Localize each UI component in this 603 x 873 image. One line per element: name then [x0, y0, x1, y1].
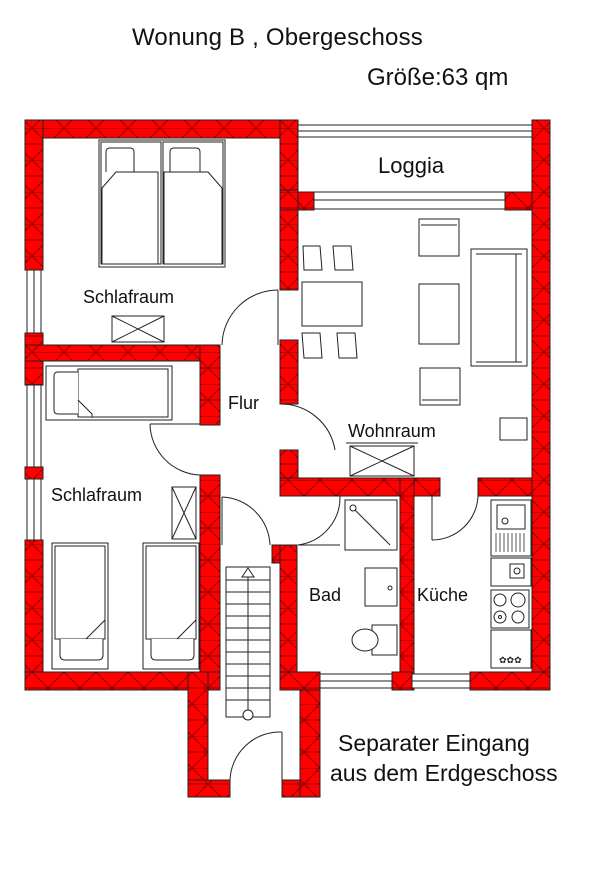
staircase: [225, 566, 271, 721]
entrance-note-line1: Separater Eingang: [338, 730, 530, 756]
label-bedroom-top: Schlafraum: [83, 287, 174, 307]
label-hallway: Flur: [228, 393, 259, 413]
label-bedroom-bottom: Schlafraum: [51, 485, 142, 505]
label-loggia: Loggia: [378, 153, 445, 178]
dining-set: [301, 245, 363, 359]
wardrobe-1: [111, 315, 165, 343]
doors: [149, 289, 479, 781]
bathtub-bed: [45, 365, 173, 421]
double-bed: [98, 139, 226, 268]
entrance-note: Separater Eingang aus dem Erdgeschoss: [330, 728, 558, 788]
lounge-set: [418, 218, 528, 441]
kitchen-fixtures: ✿✿✿: [490, 499, 532, 669]
sideboard: [346, 442, 418, 477]
label-bath: Bad: [309, 585, 341, 605]
bath-fixtures: [344, 499, 398, 656]
label-living: Wohnraum: [348, 421, 436, 441]
entrance-note-line2: aus dem Erdgeschoss: [330, 760, 558, 786]
svg-text:✿✿✿: ✿✿✿: [499, 655, 522, 665]
plan-title: Wonung B , Obergeschoss: [132, 24, 423, 51]
wardrobe-2: [171, 486, 197, 540]
single-beds: [51, 542, 200, 670]
walls: [24, 119, 551, 798]
windows: [26, 124, 533, 689]
apartment-size: Größe:63 qm: [367, 64, 509, 91]
label-kitchen: Küche: [417, 585, 468, 605]
